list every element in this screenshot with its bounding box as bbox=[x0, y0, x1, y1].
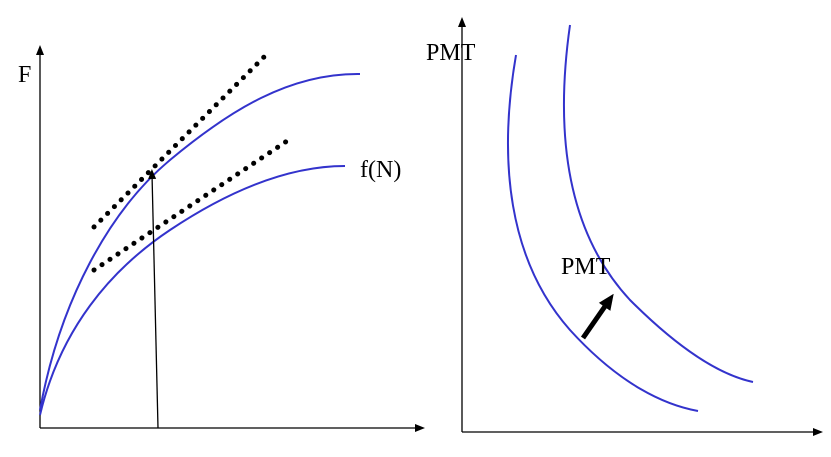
left-y-axis-label: F bbox=[18, 62, 31, 88]
tangent-line-upper bbox=[91, 53, 268, 230]
production-function-label: f(N) bbox=[360, 157, 401, 183]
left-panel: F f(N) bbox=[18, 45, 425, 432]
pmt-shift-label: PMT bbox=[561, 254, 611, 280]
tangent-line-lower bbox=[91, 134, 296, 273]
pmt-shift-arrow bbox=[580, 293, 614, 340]
production-curve-upper bbox=[39, 72, 361, 411]
pmt-curve-outer bbox=[562, 24, 754, 383]
right-y-axis-label: PMT bbox=[426, 40, 476, 66]
vertical-marker-arrow bbox=[148, 169, 159, 429]
production-curve-lower bbox=[39, 165, 346, 416]
pmt-curve-inner bbox=[506, 54, 699, 412]
right-panel: PMT PMT bbox=[426, 17, 823, 436]
